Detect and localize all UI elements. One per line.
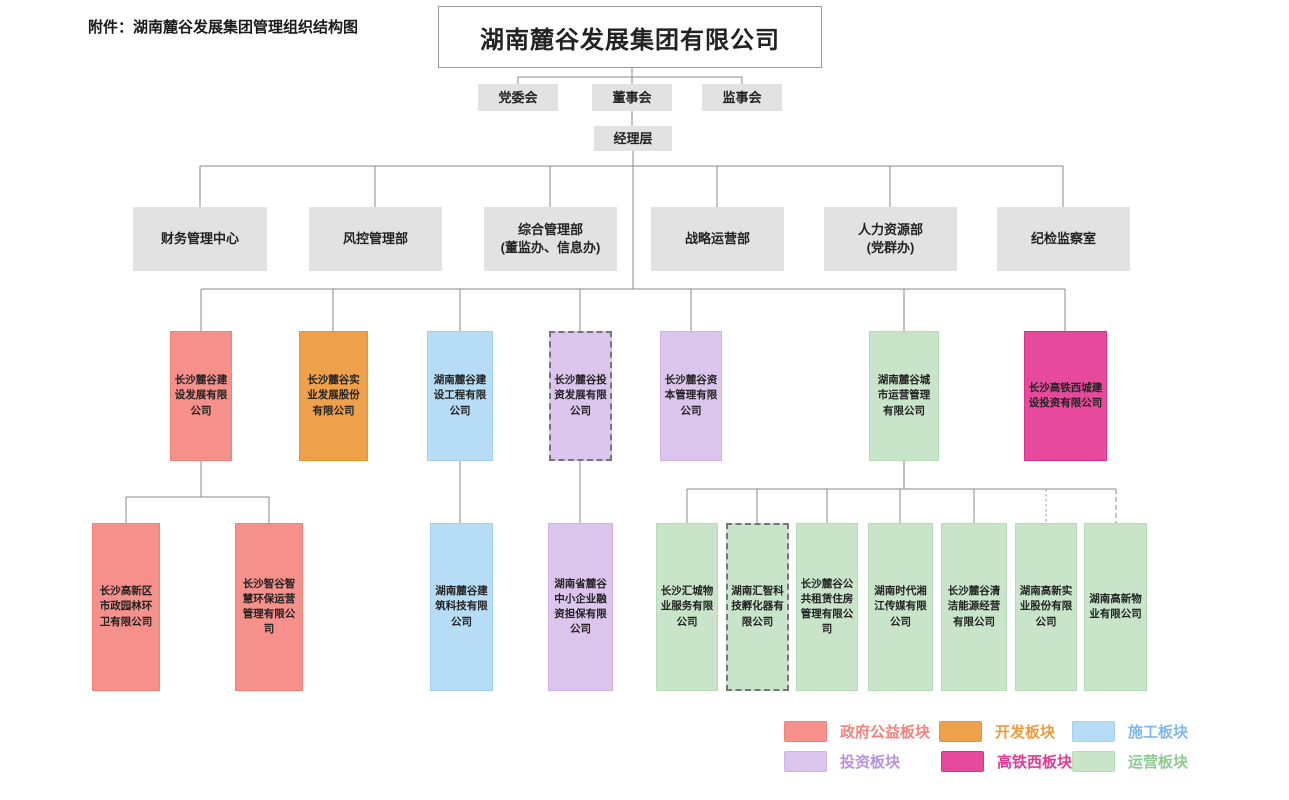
sub-lugu-sme-financing-guarantee: 湖南省麓谷中小企业融资担保有限公司 [548, 523, 613, 691]
legend-label-gaotiexi: 高铁西板块 [997, 754, 1073, 771]
legend-label-operation: 运营板块 [1128, 754, 1189, 771]
company-gaotiexi-construction-investment: 长沙高铁西城建设投资有限公司 [1024, 331, 1107, 461]
legend-swatch-investment [784, 751, 827, 772]
org-node-board-of-directors: 董事会 [592, 84, 672, 111]
legend-swatch-operation [1072, 751, 1115, 772]
sub-lugu-public-rental-housing: 长沙麓谷公共租赁住房管理有限公司 [796, 523, 858, 691]
dept-general-management-label: 综合管理部 [517, 222, 583, 238]
legend-item-government-welfare: 政府公益板块 [784, 721, 930, 742]
dept-risk-control-label: 风控管理部 [342, 231, 408, 247]
sub-times-xiangjiang-media: 湖南时代湘江传媒有限公司 [868, 523, 933, 691]
legend-item-operation: 运营板块 [1072, 751, 1188, 772]
dept-finance-center-label: 财务管理中心 [160, 231, 239, 247]
legend-item-investment: 投资板块 [784, 751, 900, 772]
attachment-title: 附件：湖南麓谷发展集团管理组织结构图 [88, 19, 359, 36]
dept-finance-center: 财务管理中心 [133, 207, 267, 271]
dept-human-resources-label: 人力资源部 [857, 222, 923, 238]
sub-gaoxin-municipal-sanitation: 长沙高新区市政园林环卫有限公司 [92, 523, 160, 691]
sub-gaoxin-property: 湖南高新物业有限公司 [1084, 523, 1147, 691]
dept-discipline-inspection: 纪检监察室 [997, 207, 1130, 271]
dept-strategy-operations: 战略运营部 [651, 207, 784, 271]
legend-swatch-development [939, 721, 982, 742]
legend-label-construction: 施工板块 [1128, 724, 1189, 741]
dept-human-resources-sub: (党群办) [866, 240, 915, 255]
org-node-root: 湖南麓谷发展集团有限公司 [438, 6, 822, 68]
company-lugu-capital-mgmt: 长沙麓谷资本管理有限公司 [660, 331, 722, 461]
legend-item-gaotiexi: 高铁西板块 [941, 751, 1072, 772]
legend-swatch-construction [1072, 721, 1115, 742]
sub-lugu-clean-energy: 长沙麓谷清洁能源经营有限公司 [941, 523, 1007, 691]
dept-discipline-inspection-label: 纪检监察室 [1030, 231, 1096, 247]
legend-label-government-welfare: 政府公益板块 [840, 724, 931, 741]
company-lugu-industrial-dev: 长沙麓谷实业发展股份有限公司 [299, 331, 368, 461]
dept-human-resources: 人力资源部 (党群办) [824, 207, 957, 271]
sub-lugu-building-tech: 湖南麓谷建筑科技有限公司 [430, 523, 493, 691]
dept-risk-control: 风控管理部 [309, 207, 442, 271]
legend-item-development: 开发板块 [939, 721, 1055, 742]
legend-label-investment: 投资板块 [840, 754, 901, 771]
legend-item-construction: 施工板块 [1072, 721, 1188, 742]
sub-huizhi-tech-incubator: 湖南汇智科技孵化器有限公司 [726, 523, 789, 691]
org-node-management-layer: 经理层 [594, 126, 672, 151]
sub-zhigu-smart-envprotection: 长沙智谷智慧环保运营管理有限公司 [235, 523, 303, 691]
company-lugu-city-operation: 湖南麓谷城市运营管理有限公司 [869, 331, 939, 461]
sub-huicheng-property: 长沙汇城物业服务有限公司 [656, 523, 718, 691]
company-lugu-construction-dev: 长沙麓谷建设发展有限公司 [170, 331, 232, 461]
sub-gaoxin-industrial: 湖南高新实业股份有限公司 [1015, 523, 1077, 691]
company-lugu-construction-eng: 湖南麓谷建设工程有限公司 [427, 331, 493, 461]
dept-general-management-sub: (董监办、信息办) [500, 240, 601, 255]
legend-swatch-gaotiexi [941, 751, 984, 772]
org-node-board-of-supervisors: 监事会 [702, 84, 782, 111]
legend-label-development: 开发板块 [995, 724, 1056, 741]
dept-strategy-operations-label: 战略运营部 [684, 231, 750, 247]
legend-swatch-government-welfare [784, 721, 827, 742]
company-lugu-investment-dev: 长沙麓谷投资发展有限公司 [549, 331, 612, 461]
org-node-party-committee: 党委会 [478, 84, 558, 111]
dept-general-management: 综合管理部 (董监办、信息办) [484, 207, 617, 271]
